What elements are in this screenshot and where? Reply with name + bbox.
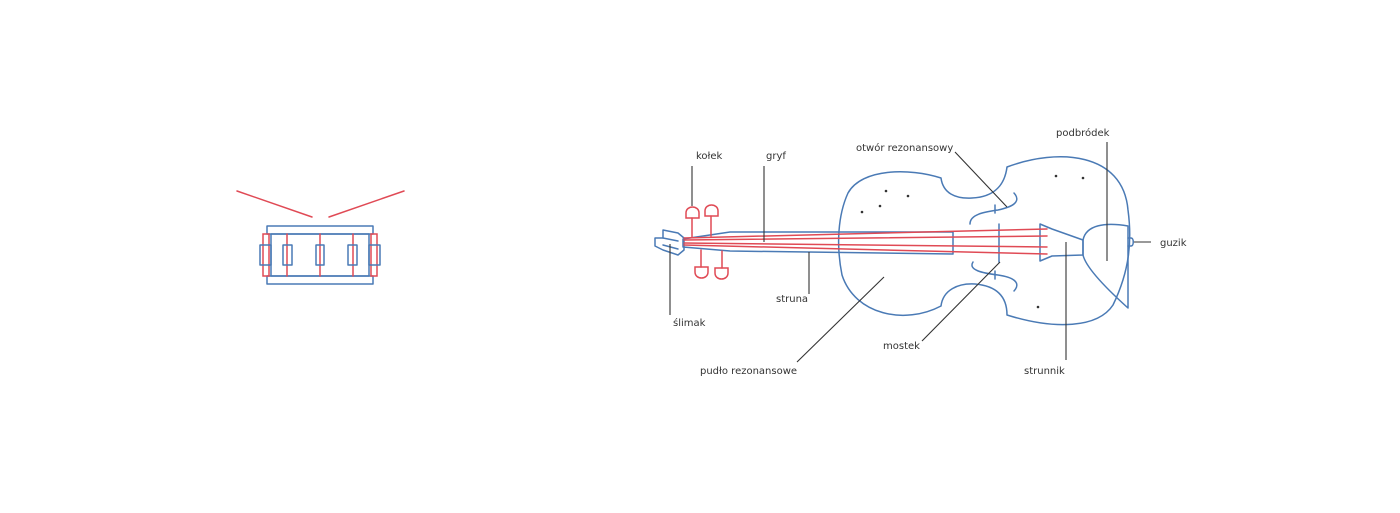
pegs [685,204,729,280]
label-sound-hole: otwór rezonansowy [856,142,953,154]
peg-head-right [368,244,381,266]
peg-collar-1 [282,244,293,266]
string-2 [683,235,1048,241]
pegbox-top-rail [266,225,374,235]
f-hole-lower [971,261,1018,292]
strings [683,228,1048,255]
peg-shaft-right [370,233,378,277]
peg-lower-2 [714,267,729,280]
labels: kołek gryf otwór rezonansowy podbródek g… [673,127,1187,377]
string-right-diagonal [328,190,405,218]
end-button-shape [1127,237,1134,247]
label-string: struna [776,294,808,305]
string-3 [683,242,1048,248]
tailpiece-shape [1039,223,1084,262]
f-hole-upper [969,192,1018,225]
string-left-diagonal [236,190,313,218]
label-tailpiece: strunnik [1024,366,1065,377]
peg-collar-2 [315,244,325,266]
peg-shaft-left [262,233,270,277]
pegbox-bottom-rail [266,275,374,285]
peg-lower-1 [694,266,709,279]
peg-head-left [259,244,272,266]
scroll-detail [662,237,679,242]
violin [654,156,1134,326]
scroll-shape [654,229,685,256]
decorative-dots [860,174,1085,309]
label-sound-box: pudło rezonansowe [700,366,797,377]
label-fingerboard: gryf [766,151,786,162]
peg-collar-3 [347,244,358,266]
pegbox-detail [236,190,405,285]
chinrest-shape [1082,223,1129,309]
leader-sound-box [796,276,885,363]
leader-lines [669,142,1151,363]
leader-sound-hole [954,151,1008,208]
label-peg: kołek [696,151,723,162]
label-scroll: ślimak [673,317,706,329]
fingerboard-shape [682,231,954,255]
label-bridge: mostek [883,341,920,352]
string-1 [683,228,1048,239]
violin-body-outline [837,156,1131,326]
label-end-button: guzik [1160,238,1187,249]
peg-upper-2 [704,204,719,217]
label-chinrest: podbródek [1056,127,1110,139]
peg-upper-1 [685,206,700,219]
string-4 [683,244,1048,255]
leader-bridge [921,261,1001,342]
